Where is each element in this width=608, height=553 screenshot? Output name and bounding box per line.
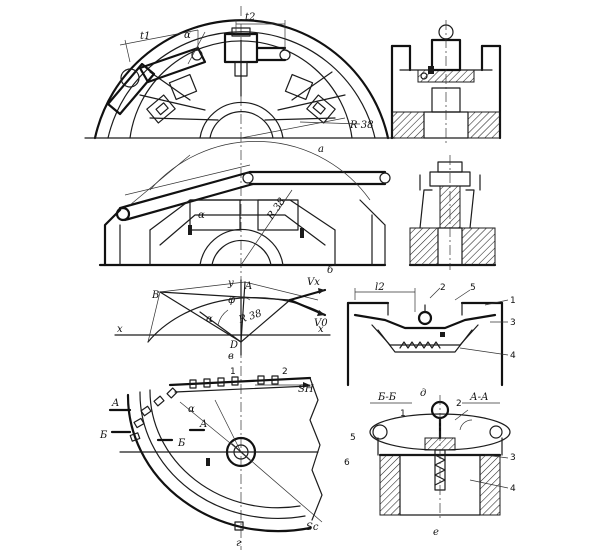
caption-e: е (433, 527, 439, 538)
label-g-1: 1 (230, 367, 236, 377)
label-V0: V0 (314, 318, 328, 329)
label-e-6: 6 (344, 458, 350, 468)
view-a: t1 t2 α R 38 a (84, 12, 396, 155)
section-a (390, 20, 502, 145)
label-alpha-g: α (188, 404, 195, 415)
label-d-4: 4 (510, 351, 516, 361)
label-SH: SH (298, 384, 314, 395)
caption-d: д (420, 388, 426, 399)
label-e-5: 5 (350, 433, 356, 443)
label-e-BB: Б-Б (377, 392, 397, 403)
label-e-2: 2 (456, 399, 462, 409)
label-g-B-mid: Б (177, 438, 186, 449)
label-D: D (229, 340, 238, 351)
label-Vx: Vx (307, 277, 320, 288)
label-alpha-a: α (184, 30, 191, 41)
view-g: 1 2 SH Sc A A Б Б α г (99, 367, 323, 549)
label-phi: φ (228, 295, 235, 306)
label-alpha-b: α (198, 210, 205, 221)
caption-b: б (327, 265, 334, 276)
label-g-B-left: Б (99, 430, 108, 441)
label-t1: t1 (140, 31, 150, 42)
label-A: A (244, 281, 252, 292)
label-B: B (151, 290, 159, 301)
view-e: Б-Б А-А 1 2 3 4 5 6 е (344, 392, 516, 538)
label-d-1: 1 (510, 296, 516, 306)
label-alpha-v: α (206, 314, 213, 325)
label-e-3: 3 (510, 453, 516, 463)
label-t2: t2 (245, 12, 255, 23)
label-x-right: x (318, 324, 324, 335)
label-e-4: 4 (510, 484, 516, 494)
label-g-2: 2 (282, 367, 288, 377)
label-d-3: 3 (510, 318, 516, 328)
label-g-A-mid: A (199, 419, 207, 430)
view-b: α R 38 б (98, 141, 391, 276)
label-e-AA: А-А (469, 392, 489, 403)
label-d-5: 5 (470, 283, 476, 293)
caption-v: в (228, 351, 234, 362)
label-radius-a: R 38 (349, 120, 373, 131)
section-b (408, 155, 497, 270)
label-e-1: 1 (400, 409, 406, 419)
label-d-2: 2 (440, 283, 446, 293)
label-y: y (227, 278, 234, 289)
view-d: l2 2 5 1 3 4 д (346, 282, 516, 399)
view-v: B A y φ α R 38 x x D Vx V0 в (114, 277, 331, 362)
caption-g: г (236, 538, 241, 549)
label-l2: l2 (375, 282, 385, 293)
caption-a: a (318, 144, 324, 155)
label-x-left: x (117, 324, 123, 335)
label-Sc: Sc (306, 522, 319, 533)
label-g-A-top: A (111, 398, 119, 409)
